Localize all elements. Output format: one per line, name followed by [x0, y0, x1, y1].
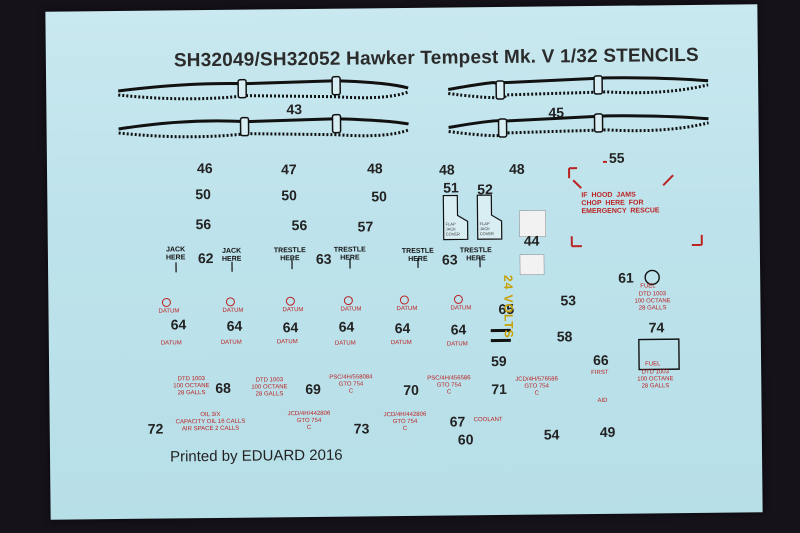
part-number-stencil: PSC/4H/558084 GTO 754 C	[329, 374, 373, 395]
fuel-octane-stencil: DTD 1003 100 OCTANE 28 GALLS	[173, 376, 210, 397]
trestle-here-stencil: TRESTLE HERE	[459, 247, 492, 263]
decal-number: 50	[281, 187, 297, 204]
oil-stencil: OIL 3/X CAPACITY OIL 16 CALLS AIR SPACE …	[175, 411, 246, 433]
decal-number: 48	[508, 160, 525, 177]
fuel-octane-stencil: DTD 1003 100 OCTANE 28 GALLS	[251, 377, 288, 398]
flap-jack-text: FLAP JACK COVER	[479, 221, 494, 237]
datum-stencil: DATUM	[276, 339, 298, 346]
trestle-here-stencil: TRESTLE HERE	[333, 246, 366, 262]
decal-number: 52	[477, 181, 493, 198]
datum-stencil: DATUM	[282, 307, 304, 314]
datum-stencil: DATUM	[220, 339, 242, 346]
decal-number: 68	[215, 379, 231, 396]
decal-number: 51	[443, 179, 459, 196]
decal-number: 74	[648, 319, 665, 336]
decal-number: 49	[599, 423, 616, 440]
datum-stencil: DATUM	[450, 305, 472, 312]
first-aid-stencil: AID	[597, 397, 608, 404]
decal-number: 64	[170, 316, 187, 333]
decal-number: 64	[338, 318, 355, 335]
datum-stencil: DATUM	[396, 305, 418, 313]
harness-strap-43	[118, 79, 410, 139]
volts-stencil: 24 VOLTS	[501, 274, 516, 339]
decal-artwork	[118, 75, 709, 371]
part-number-stencil: JCD/4H/442806 GTO 754 C	[287, 410, 331, 432]
decal-number: 63	[315, 250, 332, 267]
decal-number: 64	[226, 317, 243, 334]
jack-here-stencil: JACK HERE	[165, 246, 186, 262]
decal-number: 54	[543, 426, 560, 443]
fuel-label: FUEL	[645, 361, 661, 368]
decal-number: 62	[197, 249, 214, 267]
hood-jams-stencil: IF HOOD JAMS CHOP HERE FOR EMERGENCY RES…	[581, 191, 660, 216]
decal-number: 50	[195, 186, 211, 203]
decal-number: 50	[371, 188, 387, 205]
datum-stencil: DATUM	[222, 307, 244, 314]
datum-stencil: DATUM	[334, 340, 356, 347]
decal-number: 56	[195, 216, 212, 233]
rescue-corners	[568, 160, 703, 248]
decal-number: 56	[291, 217, 308, 234]
decal-number: 66	[592, 351, 609, 369]
decal-number: 64	[394, 319, 411, 337]
trestle-here-stencil: TRESTLE HERE	[273, 247, 306, 263]
decal-number: 47	[280, 161, 297, 178]
part-number-stencil: JCD/4H/576586 GTO 754 C	[515, 376, 558, 397]
decal-number: 63	[441, 251, 458, 268]
decal-number: 48	[366, 160, 383, 177]
coolant-stencil: COOLANT	[473, 416, 503, 424]
decal-sheet: SH32049/SH32052 Hawker Tempest Mk. V 1/3…	[45, 4, 763, 520]
harness-strap-45	[447, 76, 709, 138]
datum-stencil: DATUM	[160, 340, 182, 347]
decal-number: 55	[608, 149, 625, 166]
decal-number: 58	[556, 328, 573, 345]
decal-number: 64	[282, 319, 299, 336]
trestle-here-stencil: TRESTLE HERE	[401, 247, 434, 263]
decal-number: 69	[305, 380, 321, 398]
jack-here-stencil: JACK HERE	[221, 247, 242, 263]
decal-number: 64	[450, 321, 467, 338]
decal-number: 67	[449, 413, 466, 430]
part-number-stencil: JCD/4H/442806 GTO 754 C	[383, 411, 427, 433]
datum-stencil: DATUM	[340, 306, 362, 313]
decal-number: 71	[491, 380, 507, 398]
datum-stencil: DATUM	[446, 341, 468, 348]
decal-number: 72	[147, 420, 164, 437]
decal-number: 48	[438, 161, 455, 178]
decal-number: 44	[523, 232, 540, 249]
datum-stencil: DATUM	[390, 339, 412, 347]
fuel-octane-stencil: DTD 1003 100 OCTANE 28 GALLS	[637, 369, 674, 390]
printer-credit: Printed by EDUARD 2016	[169, 446, 343, 466]
decal-number: 73	[353, 420, 370, 437]
decal-number: 60	[457, 431, 474, 448]
decal-number: 43	[286, 101, 303, 118]
first-aid-stencil: FIRST	[591, 369, 609, 377]
decal-number: 46	[196, 159, 213, 177]
decal-number: 45	[548, 104, 565, 121]
decal-number: 53	[560, 292, 577, 309]
datum-stencil: DATUM	[158, 308, 180, 315]
decal-number: 70	[403, 381, 420, 399]
decal-number: 59	[490, 352, 507, 370]
part-number-stencil: PSC/4H/456586 GTO 754 C	[427, 375, 471, 396]
decal-number: 57	[357, 218, 374, 235]
decal-number: 61	[618, 269, 634, 286]
flap-jack-text: FLAP JACK COVER	[445, 221, 460, 237]
fuel-octane-stencil: DTD 1003 100 OCTANE 28 GALLS	[634, 291, 671, 312]
fuel-label: FUEL	[640, 283, 656, 290]
